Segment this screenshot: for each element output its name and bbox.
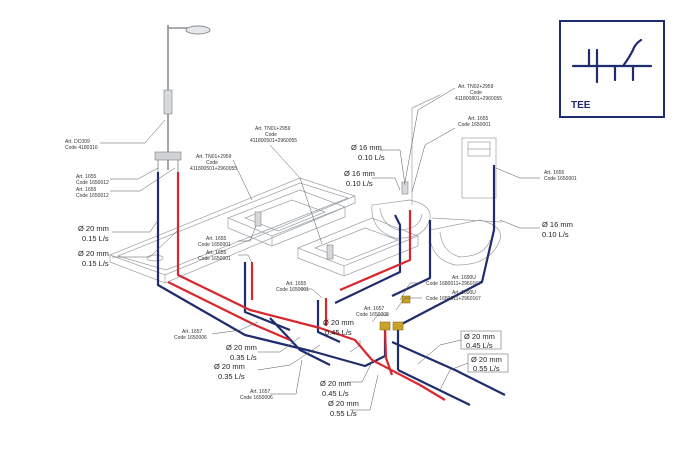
label-wc-code: Code 1650001 xyxy=(458,122,491,128)
label-left1657-art: Art. 1657 xyxy=(182,329,203,335)
label-tn01b-code1: Code xyxy=(265,132,277,138)
label-tn01a-art: Art. TN01+2959 xyxy=(196,154,232,160)
label-tn02-code1: Code xyxy=(470,90,482,96)
cistern-plate xyxy=(461,137,497,199)
flow-12-rate: 0.55 L/s xyxy=(473,364,500,373)
label-tn01b-art: Art. TN01+2959 xyxy=(255,126,291,132)
label-basin-c-art: Art. 1655 xyxy=(286,281,307,287)
taps xyxy=(254,181,409,260)
flow-4-diameter: Ø 16 mm xyxy=(344,169,375,178)
label-tn02-art: Art. TN02+2959 xyxy=(458,84,494,90)
article-labels: Art. DC009 Code 4180316 Art. 1655 Code 1… xyxy=(65,84,577,401)
flow-10-diameter: Ø 20 mm xyxy=(328,399,359,408)
label-tn02-code2: 411800801+2960055 xyxy=(455,96,502,102)
label-1655a-art: Art. 1655 xyxy=(76,174,97,180)
label-shower-code: Code 4180316 xyxy=(65,145,98,151)
tee-legend-box xyxy=(559,20,665,118)
bidet xyxy=(371,94,441,239)
flow-11-diameter: Ø 20 mm xyxy=(464,332,495,341)
label-cistern-art: Art. 1655 xyxy=(544,170,565,176)
flow-5-rate: 0.10 L/s xyxy=(542,230,569,239)
label-basin-b-code: Code 1650001 xyxy=(198,256,231,262)
label-tn01b-code2: 411800501+2960055 xyxy=(250,138,297,144)
flow-3-rate: 0.10 L/s xyxy=(358,153,385,162)
flow-7-rate: 0.35 L/s xyxy=(230,353,257,362)
flow-1-rate: 0.15 L/s xyxy=(82,234,109,243)
basin-tap-2 xyxy=(326,244,334,260)
label-basin-a-code: Code 1650001 xyxy=(198,242,231,248)
flow-4-rate: 0.10 L/s xyxy=(346,179,373,188)
flow-12-diameter: Ø 20 mm xyxy=(471,355,502,364)
label-cistern-code: Code 1650001 xyxy=(544,176,577,182)
label-wc-art: Art. 1655 xyxy=(468,116,489,122)
basin-tap-1 xyxy=(254,211,262,227)
flow-7-diameter: Ø 20 mm xyxy=(226,343,257,352)
label-basin-b-art: Art. 1655 xyxy=(206,250,227,256)
label-basin-a-art: Art. 1655 xyxy=(206,236,227,242)
label-tn01a-code1: Code xyxy=(206,160,218,166)
label-1655a-code: Code 1650012 xyxy=(76,180,109,186)
flow-3-diameter: Ø 16 mm xyxy=(351,143,382,152)
hot-water-pipes xyxy=(167,172,446,401)
label-left1657-code: Code 1650006 xyxy=(174,335,207,341)
flow-10-rate: 0.55 L/s xyxy=(330,409,357,418)
flow-8-diameter: Ø 20 mm xyxy=(214,362,245,371)
manifold-fittings xyxy=(379,295,411,331)
label-1655b-code: Code 1650012 xyxy=(76,193,109,199)
flow-6-diameter: Ø 20 mm xyxy=(323,318,354,327)
leader-lines xyxy=(100,87,540,411)
flow-8-rate: 0.35 L/s xyxy=(218,372,245,381)
flow-2-diameter: Ø 20 mm xyxy=(78,249,109,258)
flow-9-diameter: Ø 20 mm xyxy=(320,379,351,388)
label-1655b-art: Art. 1655 xyxy=(76,187,97,193)
shower-tray xyxy=(109,177,357,284)
flow-6-rate: 0.45 L/s xyxy=(325,328,352,337)
tee-legend-title: TEE xyxy=(571,100,591,111)
flow-5-diameter: Ø 16 mm xyxy=(542,220,573,229)
label-u2-art: Art. 1690U xyxy=(452,290,476,296)
flow-9-rate: 0.45 L/s xyxy=(322,389,349,398)
label-u1-code: Code 1680011+2960167 xyxy=(426,281,481,287)
flow-2-rate: 0.15 L/s xyxy=(82,259,109,268)
label-bot1657-code: Code 1650006 xyxy=(240,395,273,401)
label-basin-c-code: Code 1650001 xyxy=(276,287,309,293)
label-u1-art: Art. 1690U xyxy=(452,275,476,281)
label-bot1657-art: Art. 1657 xyxy=(250,389,271,395)
flow-1-diameter: Ø 20 mm xyxy=(78,224,109,233)
label-mid1657-art: Art. 1657 xyxy=(364,306,385,312)
tee-symbol-icon xyxy=(571,38,653,84)
cold-water-pipes xyxy=(156,165,506,406)
fixtures xyxy=(109,94,503,284)
label-tn01a-code2: 411800501+2960055 xyxy=(190,166,237,172)
basin-counter-1 xyxy=(227,189,346,247)
basin-counter-2 xyxy=(297,217,419,277)
label-mid1657-code: Code 1650008 xyxy=(356,312,389,318)
flow-11-rate: 0.45 L/s xyxy=(466,341,493,350)
shower-column xyxy=(154,25,211,172)
label-u2-code: Code 1680011+2960167 xyxy=(426,296,481,302)
label-shower-art: Art. DC009 xyxy=(65,139,90,145)
flow-labels: Ø 20 mm 0.15 L/s Ø 20 mm 0.15 L/s Ø 16 m… xyxy=(78,143,573,418)
